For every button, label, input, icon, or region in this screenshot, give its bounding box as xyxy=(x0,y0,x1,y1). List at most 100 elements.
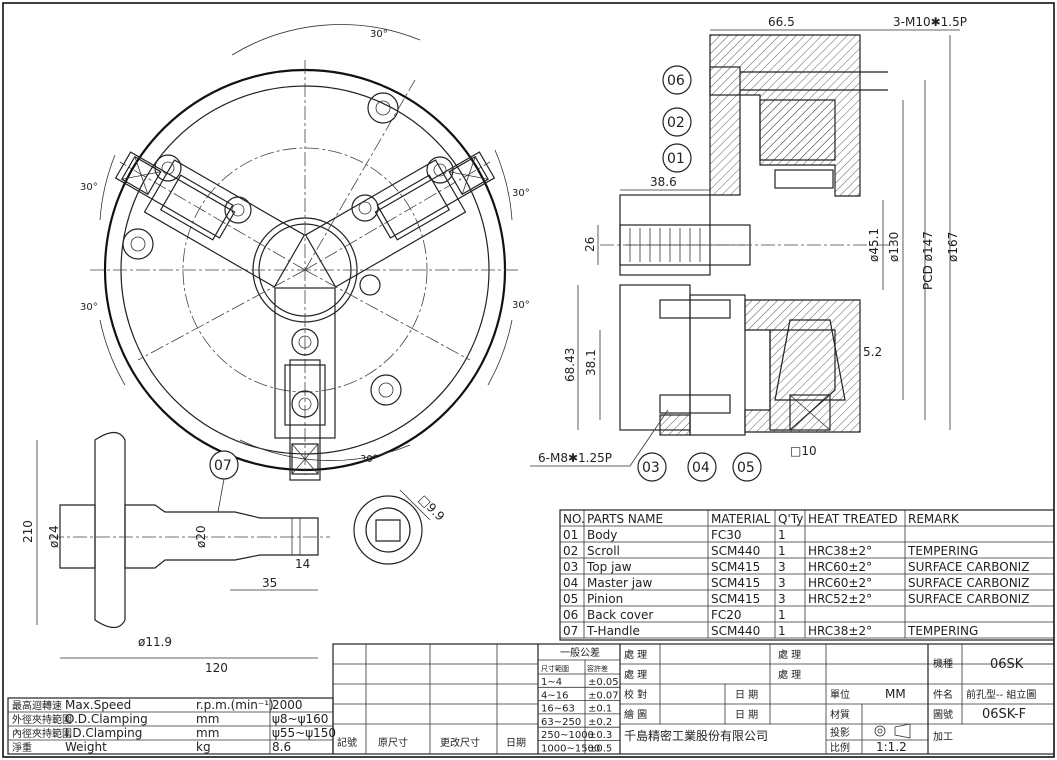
parts-cell: Body xyxy=(587,528,617,542)
parts-cell: SCM415 xyxy=(711,592,760,606)
tb-material-label: 材質 xyxy=(830,708,850,721)
tolerance-value: ±0.3 xyxy=(588,730,612,741)
tolerance-value: ±0.1 xyxy=(588,704,612,715)
parts-cell: FC30 xyxy=(711,528,742,542)
spec-label-en: Max.Speed xyxy=(65,698,131,712)
svg-text:04: 04 xyxy=(692,460,710,476)
tolerance-value: ±0.5 xyxy=(588,744,612,755)
angle-right-bottom-label: 30° xyxy=(512,300,530,311)
parts-cell: Scroll xyxy=(587,544,620,558)
parts-header-4: HEAT TREATED xyxy=(808,512,898,526)
dim-38-6: 38.6 xyxy=(650,175,677,189)
rev-col-mark: 記號 xyxy=(337,736,357,749)
company-name: 千島精密工業股份有限公司 xyxy=(624,728,768,743)
tb-model-value: 06SK xyxy=(990,657,1024,672)
angle-right-top-label: 30° xyxy=(512,188,530,199)
tb-dwg-value: 06SK-F xyxy=(982,707,1026,722)
tb-unit-value: MM xyxy=(885,687,906,701)
balloon-06: 06 xyxy=(662,65,692,95)
balloon-02: 02 xyxy=(662,107,692,137)
tb-r2a: 處 理 xyxy=(624,668,647,681)
spec-label-en: Weight xyxy=(65,740,107,754)
rev-col-orig: 原尺寸 xyxy=(378,736,408,749)
parts-cell: 3 xyxy=(778,592,786,606)
parts-cell: 03 xyxy=(563,560,578,574)
parts-cell: HRC38±2° xyxy=(808,624,872,638)
tb-draw: 繪 圖 xyxy=(624,708,647,721)
spec-label-cn: 外徑夾持範圍 xyxy=(12,713,72,726)
tb-scale-value: 1:1.2 xyxy=(876,740,907,754)
dim-38-1: 38.1 xyxy=(584,349,598,376)
spec-unit: kg xyxy=(196,740,211,754)
tolerance-col2: 容許差 xyxy=(587,664,608,673)
svg-text:03: 03 xyxy=(642,460,660,476)
parts-cell: SCM415 xyxy=(711,576,760,590)
parts-cell: 1 xyxy=(778,544,786,558)
svg-text:02: 02 xyxy=(667,115,685,131)
parts-cell: SCM440 xyxy=(711,624,760,638)
tolerance-range: 250~1000 xyxy=(541,730,594,741)
parts-cell: 3 xyxy=(778,576,786,590)
svg-text:07: 07 xyxy=(214,458,232,474)
spec-value: 8.6 xyxy=(272,740,291,754)
angle-left-top-label: 30° xyxy=(80,182,98,193)
title-block: 記號 原尺寸 更改尺寸 日期 一般公差尺寸範圍容許差1~4±0.054~16±0… xyxy=(332,643,1055,755)
spec-label-cn: 最高迴轉速 xyxy=(12,699,62,712)
parts-cell: 1 xyxy=(778,608,786,622)
svg-text:01: 01 xyxy=(667,151,685,167)
parts-header-2: MATERIAL xyxy=(711,512,771,526)
dim-d130: ø130 xyxy=(887,232,901,262)
parts-cell: SCM440 xyxy=(711,544,760,558)
front-view: 30° 30° 30° 30° 30° 30° xyxy=(80,24,530,481)
dim-5-2: 5.2 xyxy=(863,345,882,359)
dim-26: 26 xyxy=(583,237,597,252)
tb-model-label: 機種 xyxy=(933,657,953,670)
dim-d167: ø167 xyxy=(946,232,960,262)
tb-dwg-label: 圖號 xyxy=(933,708,953,721)
projection-symbol-icon xyxy=(874,723,911,739)
spec-label-cn: 淨重 xyxy=(12,741,32,754)
tolerance-col1: 尺寸範圍 xyxy=(541,664,569,673)
parts-cell: 1 xyxy=(778,624,786,638)
tb-check: 校 對 xyxy=(624,688,647,701)
rev-col-date: 日期 xyxy=(506,737,526,749)
parts-cell: HRC38±2° xyxy=(808,544,872,558)
tb-projection-label: 投影 xyxy=(830,726,850,739)
tolerance-range: 63~250 xyxy=(541,717,581,728)
parts-cell: Back cover xyxy=(587,608,653,622)
parts-header-0: NO. xyxy=(563,512,585,526)
parts-cell: HRC60±2° xyxy=(808,576,872,590)
balloon-03: 03 xyxy=(637,452,667,482)
spec-value: 2000 xyxy=(272,698,303,712)
parts-cell: 06 xyxy=(563,608,578,622)
balloon-01: 01 xyxy=(662,143,692,173)
parts-header-3: Q'Ty xyxy=(778,512,803,526)
dim-d24: ø24 xyxy=(47,525,61,548)
spec-label-en: O.D.Clamping xyxy=(65,712,148,726)
spec-unit: r.p.m.(min⁻¹) xyxy=(196,698,274,712)
tb-date2: 日 期 xyxy=(735,709,758,721)
dim-120: 120 xyxy=(205,661,228,675)
tb-part-value: 前孔型-- 組立圖 xyxy=(966,688,1036,701)
balloon-04: 04 xyxy=(687,452,717,482)
dim-screw-m10: 3-M10✱1.5P xyxy=(893,15,967,29)
tb-part-label: 件名 xyxy=(933,688,953,701)
parts-cell: TEMPERING xyxy=(907,624,978,638)
dim-68-43: 68.43 xyxy=(563,348,577,382)
dim-210: 210 xyxy=(21,520,35,543)
dim-66-5: 66.5 xyxy=(768,15,795,29)
parts-cell: Pinion xyxy=(587,592,623,606)
parts-cell: 02 xyxy=(563,544,578,558)
parts-cell: 3 xyxy=(778,560,786,574)
spec-label-en: I.D.Clamping xyxy=(65,726,142,740)
parts-cell: 07 xyxy=(563,624,578,638)
dim-14: 14 xyxy=(295,557,310,571)
tolerance-title: 一般公差 xyxy=(560,646,600,659)
dim-d11-9: ø11.9 xyxy=(138,635,172,649)
tb-date1: 日 期 xyxy=(735,689,758,701)
tb-r1b: 處 理 xyxy=(778,648,801,661)
parts-header-5: REMARK xyxy=(908,512,960,526)
